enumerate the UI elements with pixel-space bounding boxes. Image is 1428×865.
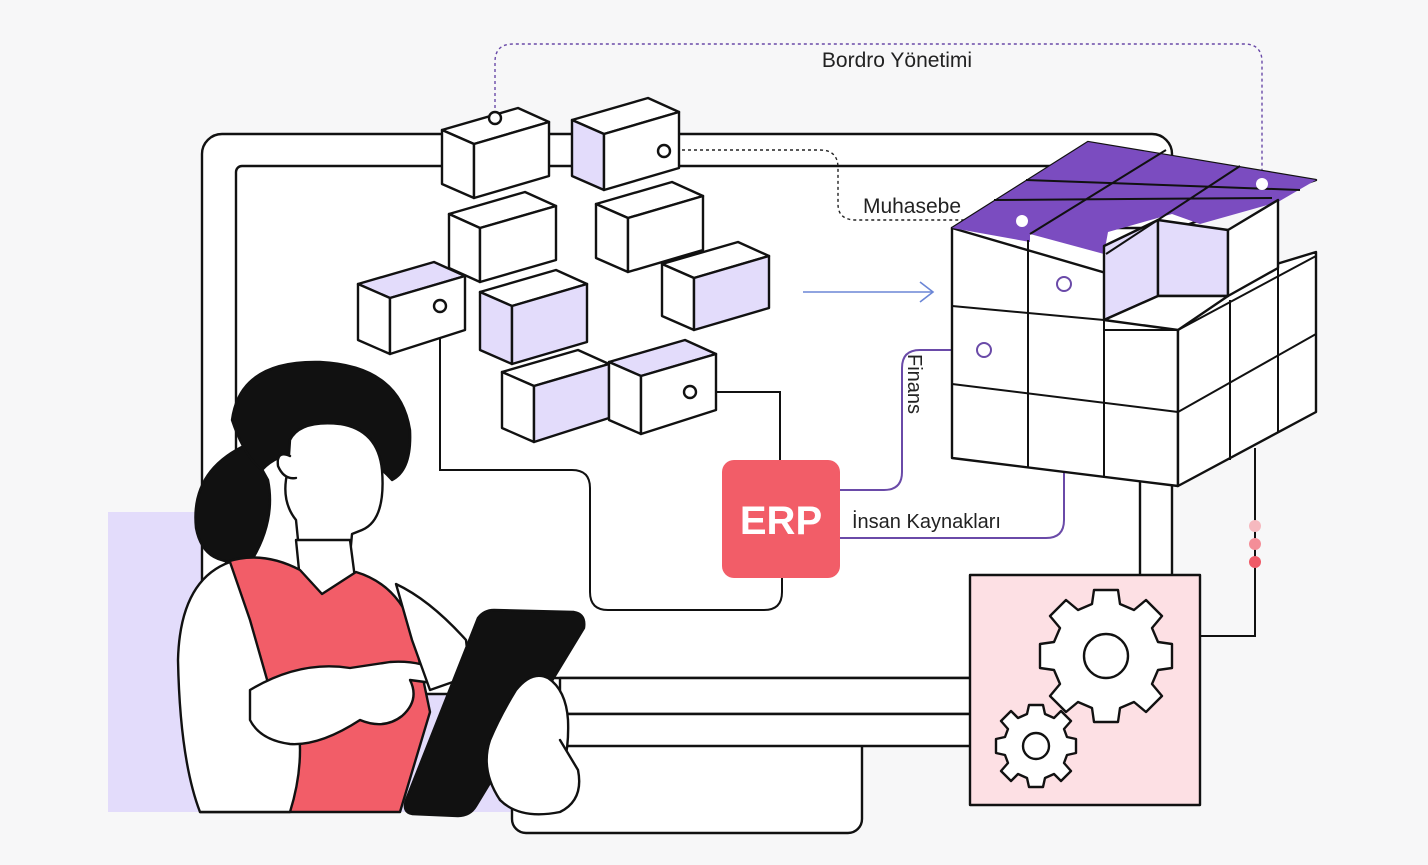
cube-6 (356, 260, 467, 356)
cube-9 (607, 338, 718, 436)
cube-5 (660, 240, 771, 332)
payroll-connector (494, 43, 1263, 182)
cube-link-left (439, 308, 783, 611)
payroll-label: Bordro Yönetimi (822, 49, 972, 72)
erp-label: ERP (740, 499, 822, 543)
accounting-connector (664, 149, 1020, 221)
gear-link (1200, 448, 1256, 637)
cube-link-erp (690, 391, 781, 470)
gear-icon (1038, 588, 1174, 724)
gear-panel (968, 573, 1202, 807)
puzzle-cubes-icon (356, 96, 771, 444)
hr-connector (800, 286, 1065, 539)
cube-7 (478, 268, 589, 366)
transform-arrow (803, 281, 935, 303)
cube-stack-icon (950, 140, 1318, 488)
person-illustration (176, 360, 586, 818)
tablet-icon (403, 608, 586, 818)
erp-block: ERP (722, 460, 840, 578)
finance-connector (800, 349, 984, 491)
cube-1 (440, 106, 551, 200)
accounting-label: Muhasebe (863, 195, 961, 218)
cube-3 (447, 190, 558, 284)
cube-2 (570, 96, 681, 192)
finance-label: Finans (903, 354, 925, 414)
cube-4 (594, 180, 705, 274)
gear-icon-small (994, 703, 1078, 789)
hr-label: İnsan Kaynakları (852, 510, 1001, 533)
cube-8 (500, 348, 611, 444)
